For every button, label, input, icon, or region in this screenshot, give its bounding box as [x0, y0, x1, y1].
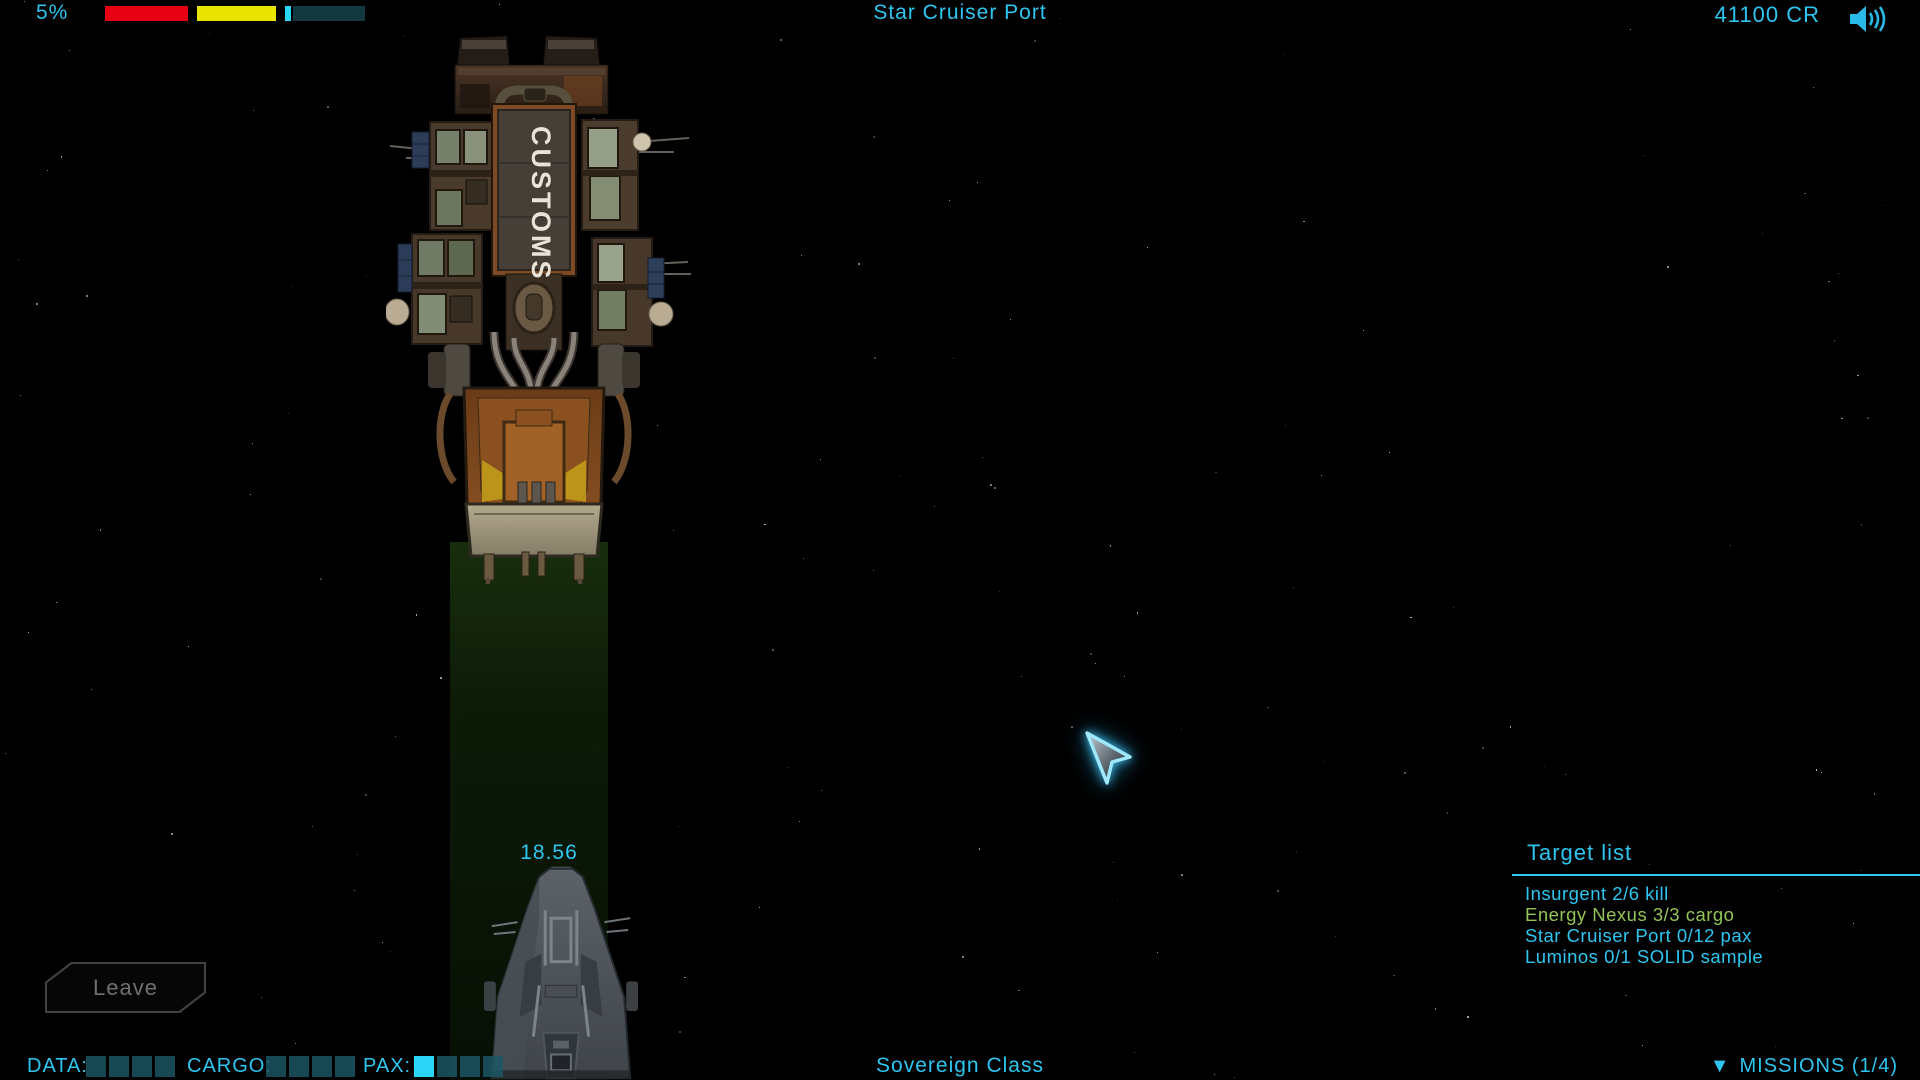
energy-percent-label: 5% [36, 1, 69, 24]
pax-slot-3 [460, 1056, 480, 1077]
pax-label: PAX: [363, 1055, 412, 1077]
missions-toggle[interactable]: ▼ MISSIONS (1/4) [1710, 1055, 1898, 1078]
cargo-slot-2 [289, 1056, 309, 1077]
customs-station-sprite[interactable] [386, 32, 692, 584]
cargo-label: CARGO: [187, 1055, 272, 1077]
target-list-divider [1512, 874, 1920, 876]
missions-toggle-label: MISSIONS (1/4) [1739, 1055, 1898, 1077]
leave-button-label: Leave [93, 974, 158, 1000]
station-customs-sign: CUSTOMS [526, 126, 556, 282]
energy-bar [285, 6, 365, 21]
target-list-title: Target list [1527, 840, 1633, 865]
leave-button[interactable]: Leave [45, 962, 206, 1013]
target-list-item[interactable]: Star Cruiser Port 0/12 pax [1525, 925, 1752, 946]
pax-slots [414, 1056, 503, 1077]
satellite-dish [386, 132, 674, 327]
data-slot-1 [86, 1056, 106, 1077]
pax-slot-1 [414, 1056, 434, 1077]
data-slots [86, 1056, 175, 1077]
data-slot-3 [132, 1056, 152, 1077]
player-ship-sprite[interactable] [482, 866, 640, 1080]
shield-bar [197, 6, 276, 21]
mouse-cursor [1085, 731, 1132, 785]
target-list-item[interactable]: Energy Nexus 3/3 cargo [1525, 904, 1735, 925]
pax-slot-4 [483, 1056, 503, 1077]
speaker-icon[interactable] [1848, 4, 1890, 34]
ship-class-label: Sovereign Class [876, 1054, 1044, 1077]
leave-button-face: Leave [47, 964, 204, 1011]
cargo-slot-3 [312, 1056, 332, 1077]
ship-antennae [491, 917, 631, 935]
status-bars [105, 6, 365, 21]
target-list-item[interactable]: Insurgent 2/6 kill [1525, 883, 1669, 904]
cargo-slot-4 [335, 1056, 355, 1077]
location-title: Star Cruiser Port [873, 1, 1047, 24]
cargo-slot-1 [266, 1056, 286, 1077]
data-slot-4 [155, 1056, 175, 1077]
chevron-down-icon: ▼ [1709, 1055, 1731, 1077]
cargo-slots [266, 1056, 355, 1077]
data-slot-2 [109, 1056, 129, 1077]
distance-readout: 18.56 [520, 841, 578, 864]
solar-panel [397, 131, 665, 299]
target-list-item[interactable]: Luminos 0/1 SOLID sample [1525, 946, 1764, 967]
credits-readout: 41100 CR [1714, 2, 1820, 27]
data-label: DATA: [27, 1055, 88, 1077]
hull-bar [105, 6, 188, 21]
pax-slot-2 [437, 1056, 457, 1077]
